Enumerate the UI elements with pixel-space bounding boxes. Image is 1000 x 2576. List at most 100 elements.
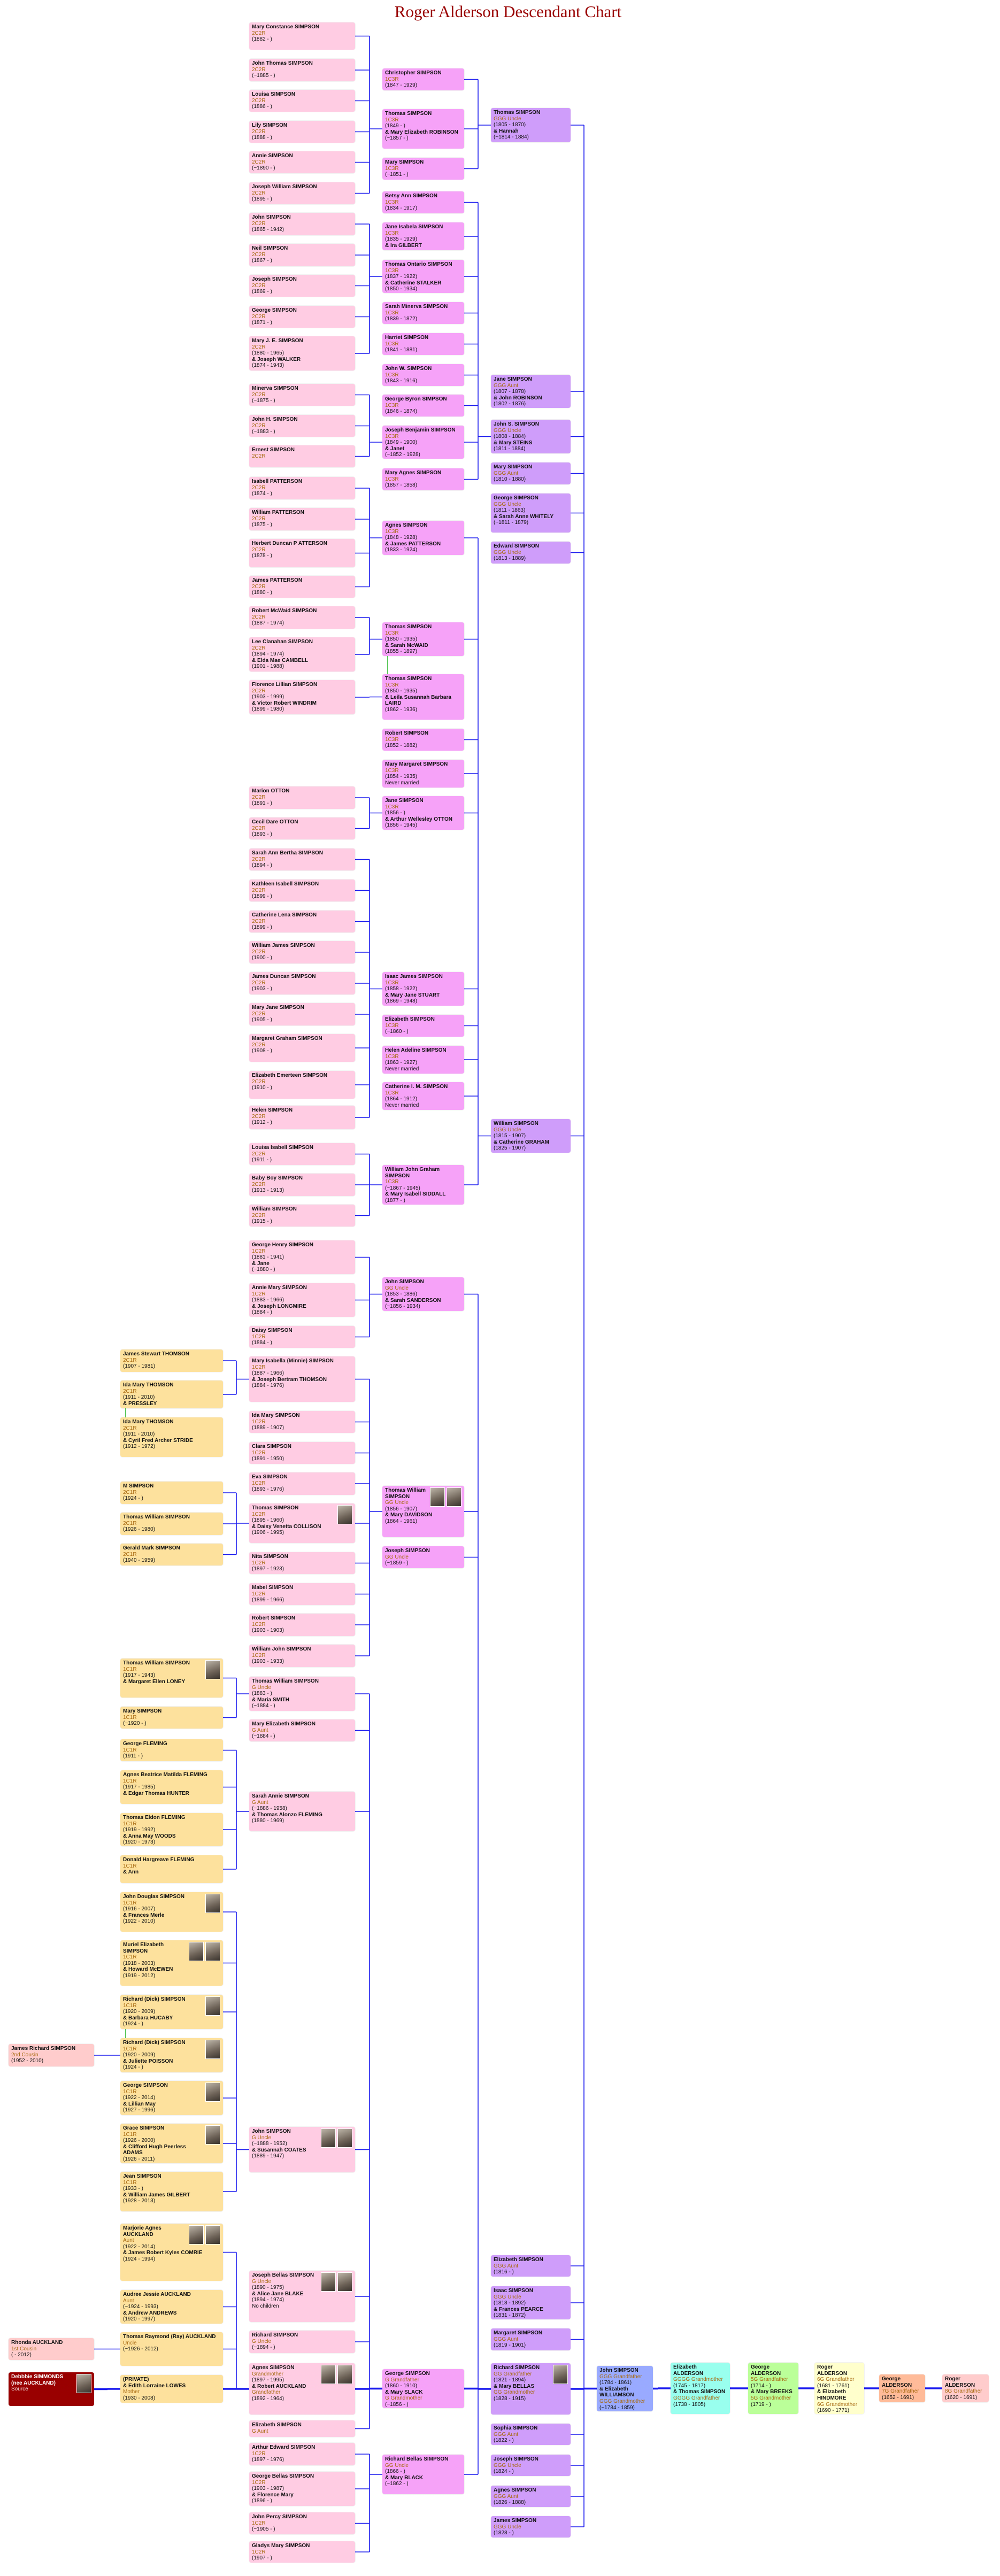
person-box[interactable]: Donald Hargreave FLEMING1C1RAnn — [120, 1855, 223, 1883]
person-photo[interactable] — [321, 2365, 336, 2384]
person-photo[interactable] — [205, 1942, 220, 1961]
source-person-box[interactable]: Debbbie SIMMONDS (nee AUCKLAND)Source — [9, 2372, 94, 2406]
person-photo[interactable] — [205, 2040, 220, 2059]
person-photo[interactable] — [553, 2365, 568, 2384]
person-photo[interactable] — [447, 1487, 461, 1507]
person-photo[interactable] — [321, 2128, 336, 2148]
person-photo[interactable] — [321, 2272, 336, 2292]
person-photo[interactable] — [76, 2374, 91, 2393]
person-photo[interactable] — [205, 1660, 220, 1679]
person-photo[interactable] — [205, 1894, 220, 1913]
person-photo[interactable] — [205, 2125, 220, 2145]
person-photo[interactable] — [337, 2365, 352, 2384]
person-photo[interactable] — [205, 1996, 220, 2016]
